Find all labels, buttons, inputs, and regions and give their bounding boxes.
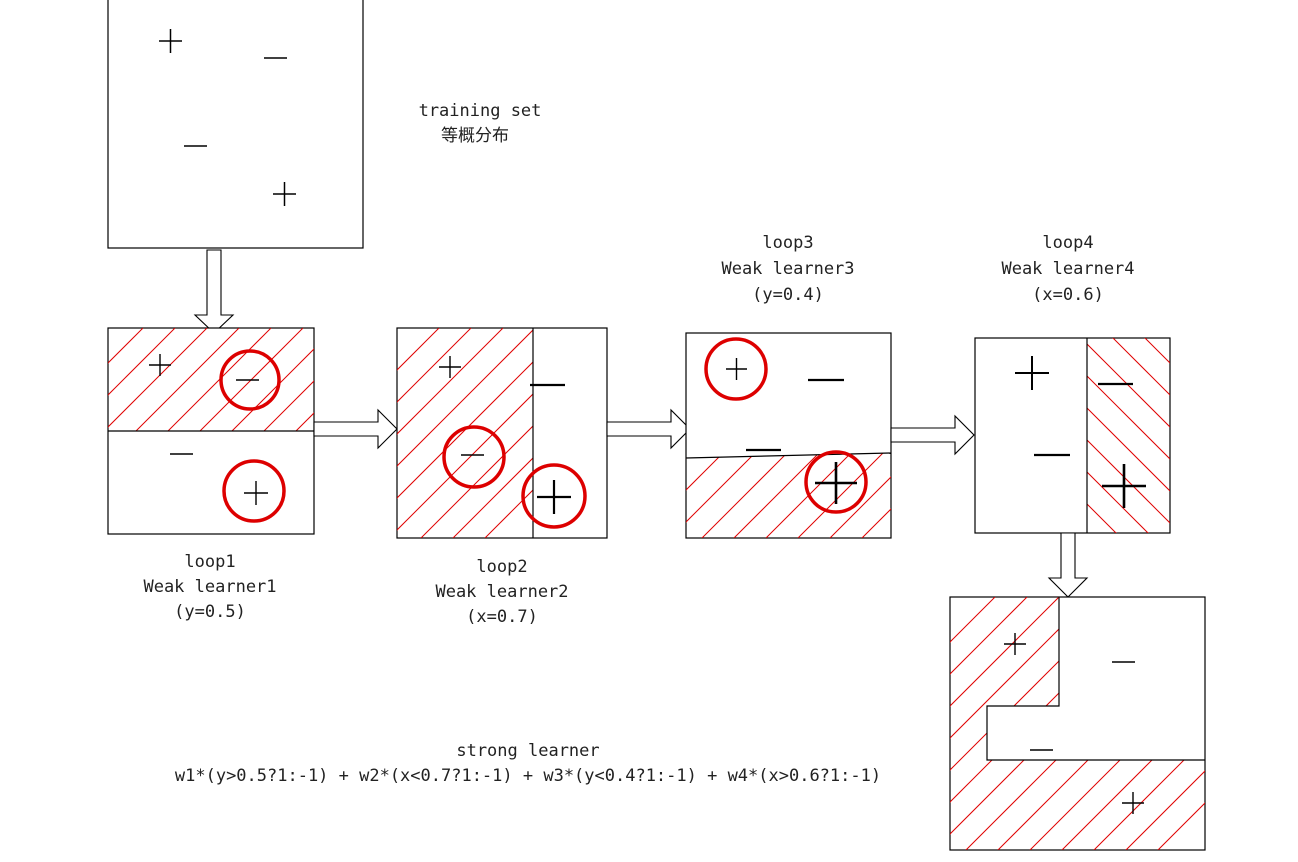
plus-sign: [1004, 633, 1026, 655]
misclassified-ring: [804, 450, 868, 514]
loop1-rule: (y=0.5): [174, 602, 246, 622]
plus-sign: [1102, 464, 1146, 508]
loop1-learner: Weak learner1: [143, 577, 276, 597]
down-arrow-icon: [1047, 532, 1089, 598]
plus-sign: [273, 182, 296, 206]
loop4-panel: [974, 337, 1171, 534]
down-arrow-icon: [193, 249, 235, 334]
strong-learner-panel: [949, 596, 1206, 851]
training-set-panel: [107, 0, 364, 249]
split-line: [685, 452, 892, 459]
decision-boundary: [986, 597, 1205, 761]
loop2-box: [396, 327, 608, 539]
plus-sign: [1122, 792, 1144, 814]
loop2-panel: [396, 327, 608, 539]
loop4-learner: Weak learner4: [1001, 259, 1134, 279]
strong-learner-box: [949, 596, 1206, 851]
loop1-label: loop1: [184, 552, 235, 572]
misclassified-ring: [219, 349, 281, 411]
misclassified-ring: [704, 337, 768, 401]
loop4-rule: (x=0.6): [1032, 285, 1104, 305]
loop2-learner: Weak learner2: [435, 582, 568, 602]
hatch-region: [397, 328, 533, 538]
right-arrow-icon: [313, 408, 398, 450]
training-set-subtitle: 等概分布: [441, 126, 509, 146]
misclassified-ring: [222, 459, 286, 523]
plus-sign: [1015, 356, 1049, 390]
misclassified-ring: [442, 425, 506, 489]
hatch-region: [686, 453, 891, 538]
misclassified-ring: [521, 463, 587, 529]
hatch-region: [1087, 338, 1170, 533]
loop2-label: loop2: [476, 557, 527, 577]
loop1-panel: [107, 327, 315, 535]
plus-sign: [159, 29, 182, 53]
loop4-label: loop4: [1042, 233, 1093, 253]
loop3-panel: [685, 332, 892, 539]
right-arrow-icon: [606, 408, 691, 450]
loop3-label: loop3: [762, 233, 813, 253]
loop3-learner: Weak learner3: [721, 259, 854, 279]
strong-learner-title: strong learner: [456, 741, 599, 761]
plus-sign: [149, 354, 171, 376]
plus-sign: [815, 462, 857, 504]
plus-sign: [439, 356, 461, 378]
plus-sign: [244, 481, 268, 505]
loop2-rule: (x=0.7): [466, 607, 538, 627]
loop3-rule: (y=0.4): [752, 285, 824, 305]
loop4-box: [974, 337, 1171, 534]
strong-learner-formula: w1*(y>0.5?1:-1) + w2*(x<0.7?1:-1) + w3*(…: [175, 766, 881, 786]
training-set-box: [107, 0, 364, 249]
plus-sign: [537, 480, 571, 514]
right-arrow-icon: [890, 414, 975, 456]
plus-sign: [726, 358, 747, 380]
training-set-title: training set: [419, 101, 542, 121]
